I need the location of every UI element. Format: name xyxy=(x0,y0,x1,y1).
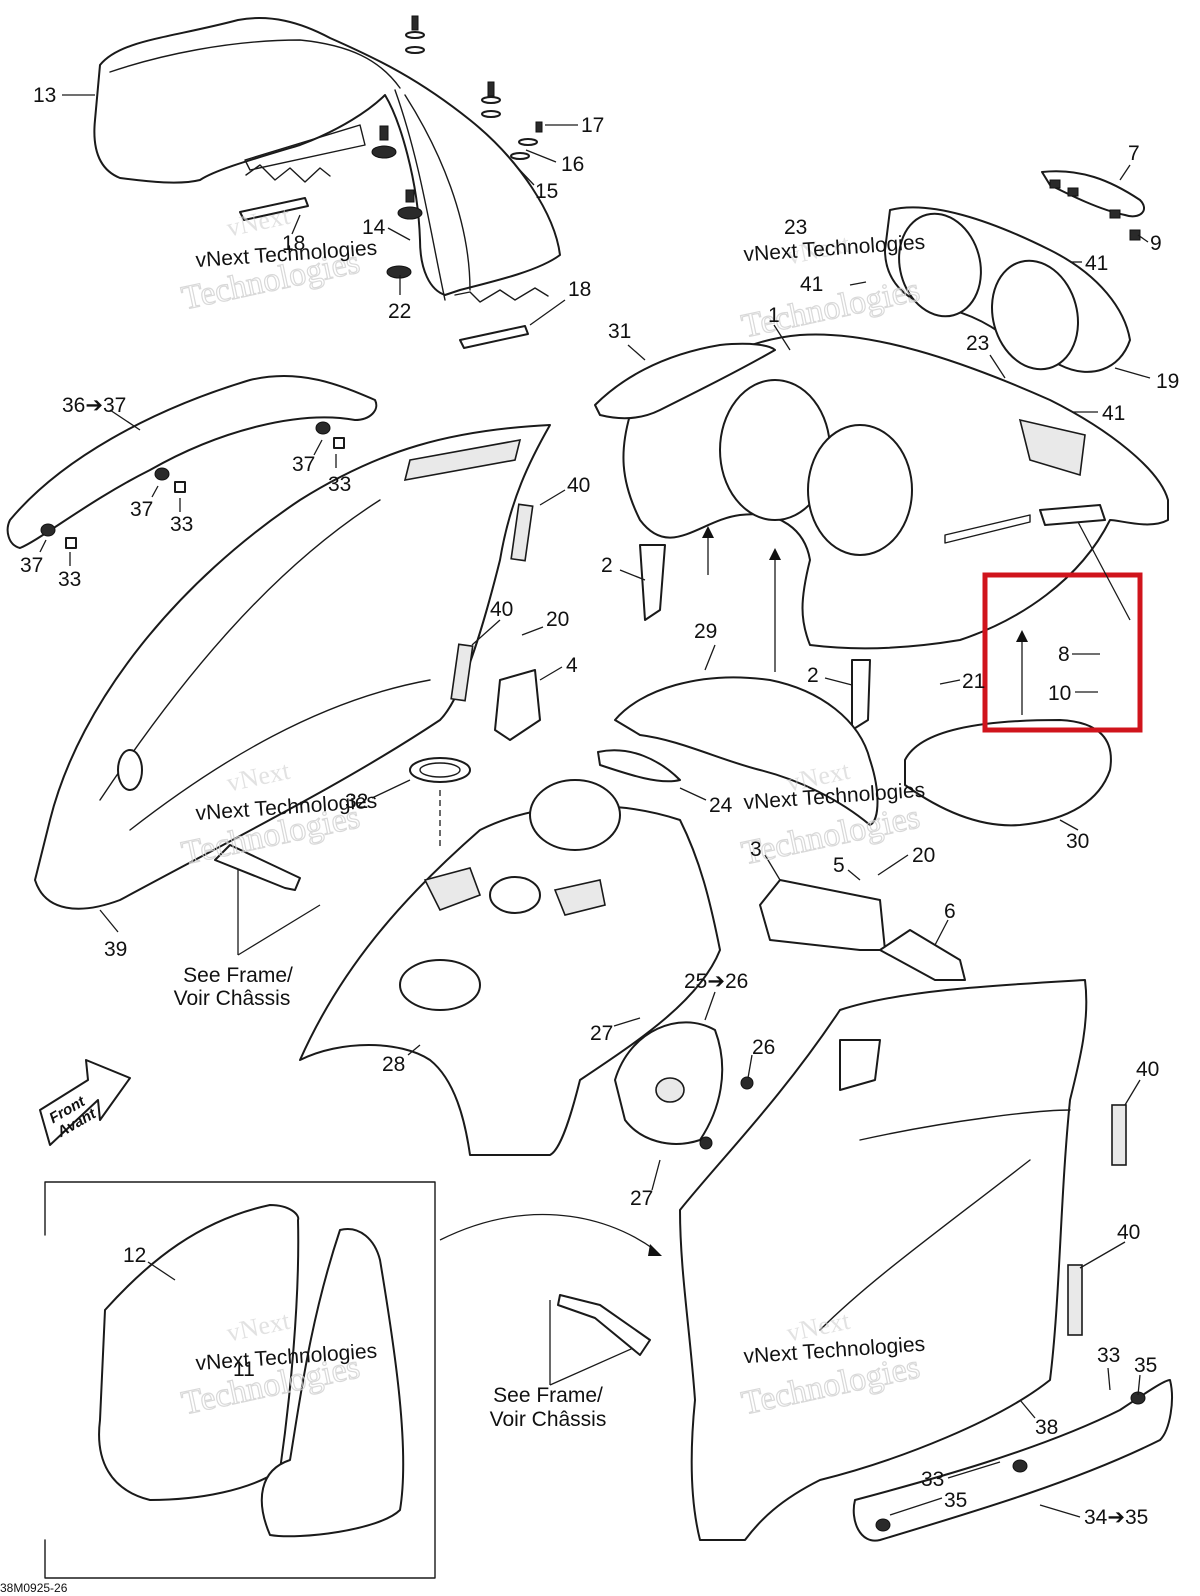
part-31-side-trim xyxy=(594,342,776,420)
callout-33: 33 xyxy=(921,1468,944,1491)
callout-33: 33 xyxy=(1097,1344,1120,1367)
callout-36-37: 36➔37 xyxy=(62,394,126,417)
see-frame-note-2-line2: Voir Châssis xyxy=(490,1408,607,1431)
part-30-cushion xyxy=(904,719,1112,827)
part-29-console-cover xyxy=(614,676,879,826)
callout-20: 20 xyxy=(546,608,569,631)
part-28-console xyxy=(299,779,721,1156)
callout-4: 4 xyxy=(566,654,578,677)
callout-37: 37 xyxy=(130,498,153,521)
callout-21: 21 xyxy=(962,670,985,693)
part-3-bracket xyxy=(759,879,886,951)
callout-1: 1 xyxy=(768,304,780,327)
callout-18: 18 xyxy=(282,232,305,255)
callout-37: 37 xyxy=(20,554,43,577)
callout-35: 35 xyxy=(944,1489,967,1512)
part-39-left-panel xyxy=(34,424,551,910)
callout-12: 12 xyxy=(123,1244,146,1267)
part-38-right-panel xyxy=(679,979,1088,1541)
callout-15: 15 xyxy=(535,180,558,203)
callout-8: 8 xyxy=(1058,643,1070,666)
callout-38: 38 xyxy=(1035,1416,1058,1439)
callout-6: 6 xyxy=(944,900,956,923)
see-frame-note-1-line1: See Frame/ xyxy=(183,964,293,987)
highlight-box xyxy=(982,572,1143,733)
callout-30: 30 xyxy=(1066,830,1089,853)
callout-23: 23 xyxy=(784,216,807,239)
part-40-strips xyxy=(450,503,1127,1336)
part-25-housing xyxy=(614,1021,754,1150)
callout-14: 14 xyxy=(362,216,386,239)
part-1-dash-panel xyxy=(622,333,1169,650)
callout-27: 27 xyxy=(630,1187,653,1210)
callout-11: 11 xyxy=(233,1358,255,1381)
callout-5: 5 xyxy=(833,854,845,877)
callout-26: 26 xyxy=(752,1036,775,1059)
part-32-ring xyxy=(409,757,471,783)
leader-lines xyxy=(39,94,1151,1518)
callout-31: 31 xyxy=(608,320,631,343)
callout-40: 40 xyxy=(567,474,590,497)
callout-3: 3 xyxy=(750,838,762,861)
part-6-plate xyxy=(879,929,966,981)
callout-28: 28 xyxy=(382,1053,405,1076)
callout-22: 22 xyxy=(388,300,411,323)
callout-24: 24 xyxy=(709,794,733,817)
inset-box xyxy=(44,1181,436,1579)
callout-39: 39 xyxy=(104,938,127,961)
callout-13: 13 xyxy=(33,84,56,107)
part-19-gauge-support xyxy=(884,206,1131,373)
callout-10: 10 xyxy=(1048,682,1071,705)
callout-labels: 13 17 16 15 14 18 22 18 7 23 9 41 41 1 3… xyxy=(20,84,1179,1529)
callout-19: 19 xyxy=(1156,370,1179,393)
part-7-trim xyxy=(1041,170,1145,241)
callout-18: 18 xyxy=(568,278,591,301)
callout-40: 40 xyxy=(1117,1221,1140,1244)
callout-34-35: 34➔35 xyxy=(1084,1506,1148,1529)
callout-17: 17 xyxy=(581,114,604,137)
callout-16: 16 xyxy=(561,153,584,176)
callout-41: 41 xyxy=(1102,402,1125,425)
part-13-windshield xyxy=(93,17,561,303)
callout-37: 37 xyxy=(292,453,315,476)
windshield-fasteners xyxy=(239,15,543,349)
drawing-code: 38M0925-26 xyxy=(0,1581,68,1595)
part-2-brackets xyxy=(639,544,871,731)
callout-29: 29 xyxy=(694,620,717,643)
callout-27: 27 xyxy=(590,1022,613,1045)
part-4-bracket xyxy=(494,669,541,741)
callout-25-26: 25➔26 xyxy=(684,970,748,993)
see-frame-note-2-line1: See Frame/ xyxy=(493,1384,603,1407)
callout-40: 40 xyxy=(490,598,513,621)
part-36-rail xyxy=(6,374,378,549)
callout-20: 20 xyxy=(912,844,935,867)
callout-33: 33 xyxy=(170,513,193,536)
see-frame-note-1-line2: Voir Châssis xyxy=(174,987,291,1010)
callout-41: 41 xyxy=(1085,252,1108,275)
part-24-trim xyxy=(597,749,681,783)
callout-2: 2 xyxy=(601,554,613,577)
front-direction-arrow xyxy=(39,1059,131,1146)
callout-35: 35 xyxy=(1134,1354,1157,1377)
callout-32: 32 xyxy=(345,790,368,813)
callout-2: 2 xyxy=(807,664,819,687)
callout-40: 40 xyxy=(1136,1058,1159,1081)
callout-7: 7 xyxy=(1128,142,1140,165)
callout-9: 9 xyxy=(1150,232,1162,255)
callout-41: 41 xyxy=(800,273,823,296)
notes: See Frame/ Voir Châssis See Frame/ Voir … xyxy=(0,964,606,1595)
callout-33: 33 xyxy=(58,568,81,591)
callout-33: 33 xyxy=(328,473,351,496)
callout-23: 23 xyxy=(966,332,989,355)
